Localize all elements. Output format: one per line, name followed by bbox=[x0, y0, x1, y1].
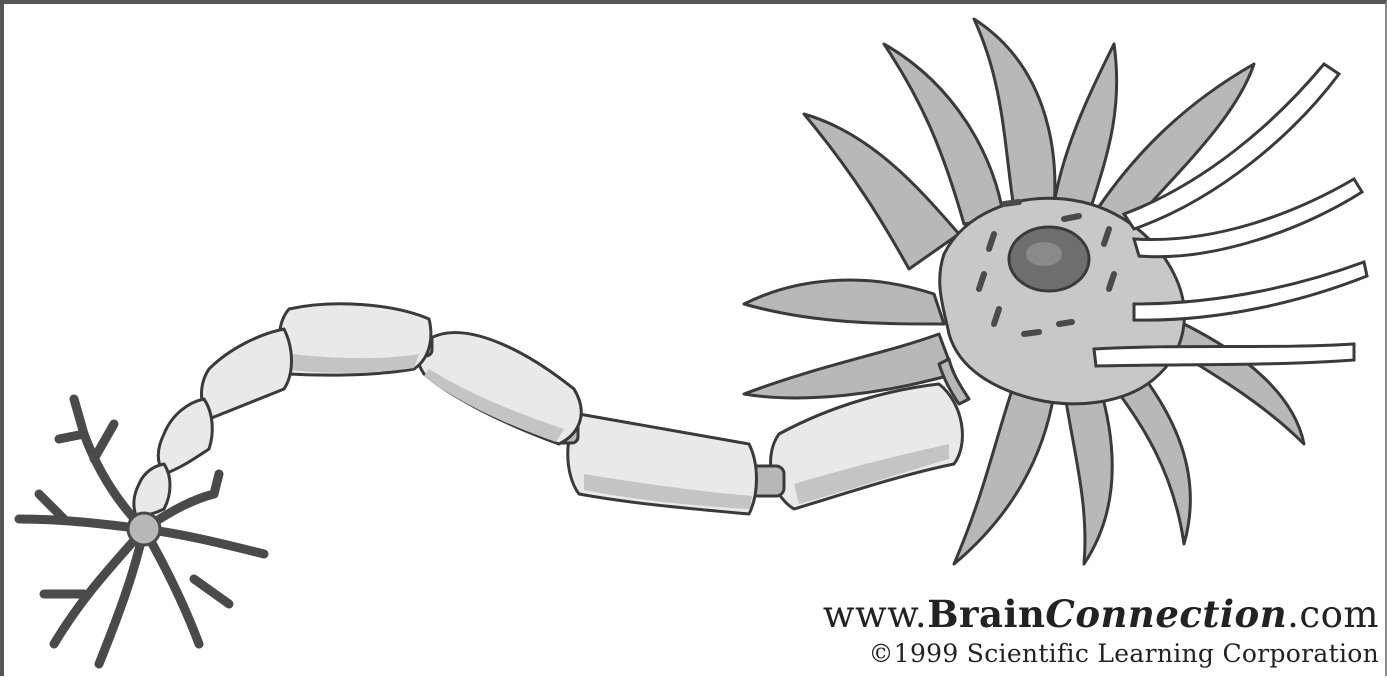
site-url-suffix: .com bbox=[1287, 593, 1379, 636]
dendrite bbox=[1164, 324, 1304, 444]
terminal-junction bbox=[128, 513, 160, 545]
myelin-segment bbox=[134, 464, 170, 516]
dendrite bbox=[744, 280, 944, 324]
credits: www.BrainConnection.com ©1999 Scientific… bbox=[823, 592, 1379, 671]
dendrite bbox=[1064, 384, 1112, 564]
copyright-notice: ©1999 Scientific Learning Corporation bbox=[823, 637, 1379, 671]
site-url-connection: Connection bbox=[1045, 592, 1287, 636]
axon bbox=[134, 304, 969, 516]
nucleolus-highlight bbox=[1026, 242, 1062, 266]
site-url-brain: Brain bbox=[927, 592, 1045, 636]
myelin-segment bbox=[158, 399, 212, 474]
site-url[interactable]: www.BrainConnection.com bbox=[823, 592, 1379, 637]
dendrite bbox=[1054, 44, 1117, 214]
dendrite bbox=[954, 384, 1054, 564]
site-url-prefix: www. bbox=[823, 593, 927, 636]
neuron-illustration bbox=[4, 4, 1387, 680]
myelin-segment bbox=[202, 329, 292, 419]
